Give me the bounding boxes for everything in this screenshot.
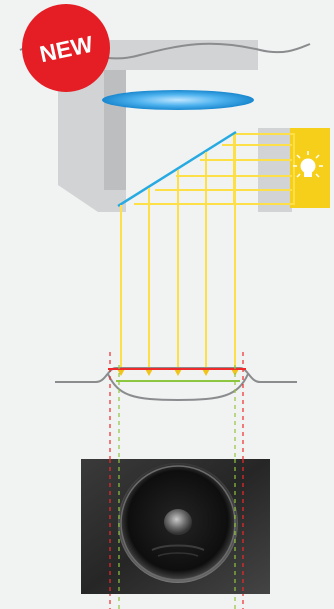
hole-bottom <box>108 374 248 400</box>
objective-lens <box>102 90 254 110</box>
vertical-beams <box>121 135 235 370</box>
new-badge-icon: NEW <box>22 4 110 92</box>
micrograph-image <box>81 459 270 594</box>
